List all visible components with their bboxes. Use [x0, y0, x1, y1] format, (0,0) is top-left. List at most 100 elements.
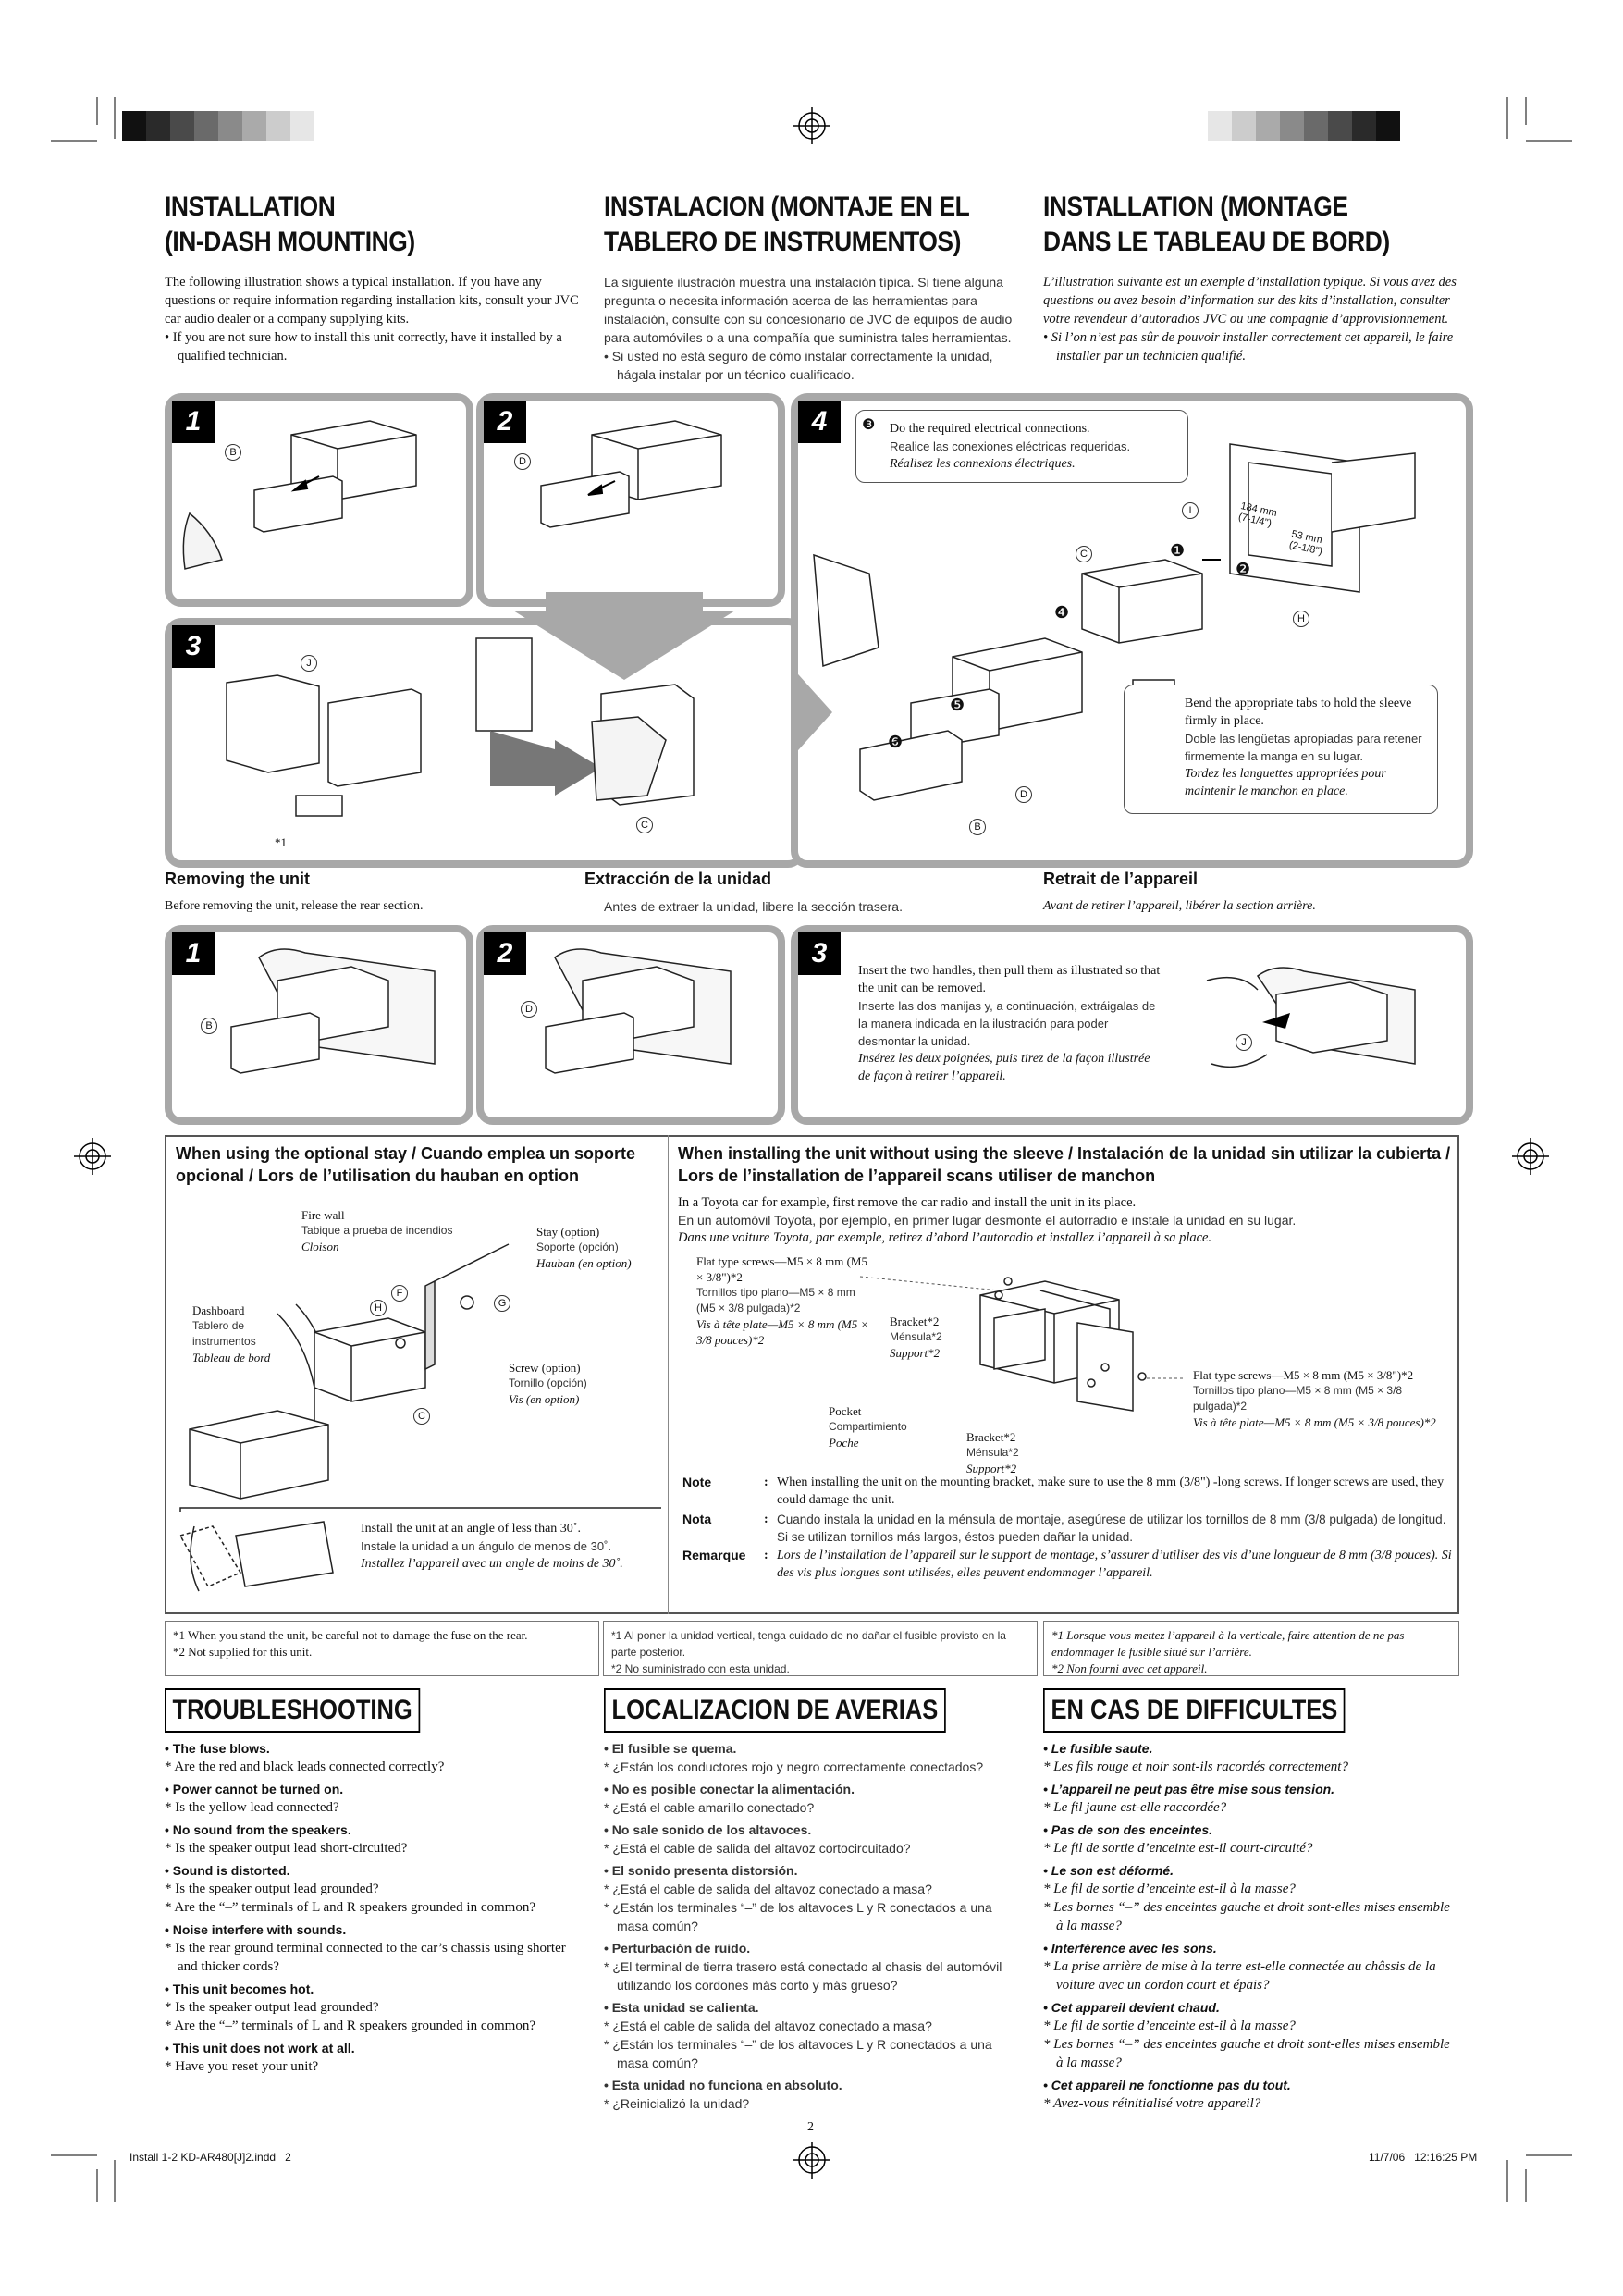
callout-fr: Tordez les languettes appropriées pour m…	[1185, 767, 1386, 798]
color-swatch	[1352, 111, 1376, 141]
pocket-en: Pocket	[829, 1404, 862, 1418]
label-d: D	[514, 453, 531, 470]
note-text: When installing the unit on the mounting…	[777, 1475, 1445, 1507]
troubleshooting-list-fr: • Le fusible saute.* Les fils rouge et n…	[1043, 1735, 1459, 2113]
label-h: H	[1293, 611, 1309, 627]
trouble-symptom: • Cet appareil ne fonctionne pas du tout…	[1043, 2078, 1291, 2092]
stay-label: Stay (option) Soporte (opción) Hauban (e…	[536, 1224, 632, 1271]
installation-intro-es: La siguiente ilustración muestra una ins…	[604, 273, 1031, 384]
note-colon: :	[764, 1549, 768, 1562]
angle-fr: Installez l’appareil avec un angle de mo…	[361, 1557, 623, 1571]
footnote-1: *1 Lorsque vous mettez l’appareil à la v…	[1051, 1628, 1405, 1659]
color-swatch	[1304, 111, 1328, 141]
installation-title-en: INSTALLATION (IN-DASH MOUNTING)	[165, 191, 415, 257]
footnotes-en: *1 When you stand the unit, be careful n…	[165, 1621, 599, 1676]
color-swatch	[194, 111, 218, 141]
trouble-check: * Is the speaker output lead grounded?	[165, 1882, 379, 1896]
note-colon: :	[764, 1512, 768, 1526]
label-j: J	[301, 655, 317, 672]
removing-title-fr: Retrait de l’appareil	[1043, 870, 1199, 888]
label-b: B	[969, 819, 986, 835]
footnotes-fr: *1 Lorsque vous mettez l’appareil à la v…	[1043, 1621, 1459, 1676]
options-box	[165, 1135, 1459, 1614]
label-f: F	[391, 1285, 408, 1302]
dashboard-en: Dashboard	[192, 1303, 245, 1317]
footnote-2: *2 No suministrado con esta unidad.	[611, 1662, 790, 1675]
removing-text-en: Before removing the unit, release the re…	[165, 899, 424, 913]
color-swatch	[1280, 111, 1304, 141]
nosleeve-title: When installing the unit without using t…	[678, 1144, 1451, 1185]
nosleeve-en: In a Toyota car for example, first remov…	[678, 1195, 1137, 1210]
nosleeve-intro: In a Toyota car for example, first remov…	[678, 1194, 1455, 1247]
trouble-symptom: • Le fusible saute.	[1043, 1741, 1153, 1756]
screws-label-2: Flat type screws—M5 × 8 mm (M5 × 3/8")*2…	[1193, 1367, 1438, 1430]
trouble-check: * ¿Reinicializó la unidad?	[604, 2096, 750, 2111]
screws-label-1: Flat type screws—M5 × 8 mm (M5 × 3/8")*2…	[696, 1253, 877, 1348]
remove-step-3-badge: 3	[798, 932, 841, 975]
trouble-check: * ¿Están los conductores rojo y negro co…	[604, 1759, 984, 1774]
label-c: C	[1076, 546, 1092, 562]
label-b: B	[225, 444, 241, 461]
intro-bullet: • Si usted no está seguro de cómo instal…	[604, 349, 993, 382]
trouble-check: * Les bornes “–” des enceintes gauche et…	[1043, 2037, 1450, 2070]
bracket-en: Bracket*2	[966, 1430, 1016, 1444]
color-swatch	[266, 111, 290, 141]
intro-text: La siguiente ilustración muestra una ins…	[604, 275, 1013, 345]
removing-text-es: Antes de extraer la unidad, libere la se…	[604, 899, 903, 914]
screws-fr: Vis à tête plate—M5 × 8 mm (M5 × 3/8 pou…	[696, 1317, 869, 1347]
trouble-symptom: • This unit does not work at all.	[165, 2041, 355, 2055]
options-divider	[668, 1135, 669, 1614]
footnote-1: *1 Al poner la unidad vertical, tenga cu…	[611, 1629, 1006, 1659]
troubleshooting-list-es: • El fusible se quema.* ¿Están los condu…	[604, 1735, 1020, 2113]
callout-es: Doble las lengüetas apropiadas para rete…	[1185, 732, 1422, 763]
callout-en: Insert the two handles, then pull them a…	[858, 964, 1161, 995]
remove-callout: Insert the two handles, then pull them a…	[858, 962, 1163, 1085]
seq-5: ❺	[950, 696, 965, 714]
screws-es: Tornillos tipo plano—M5 × 8 mm (M5 × 3/8…	[696, 1286, 855, 1315]
install-step-4-badge: 4	[798, 401, 841, 443]
trouble-check: * Are the “–” terminals of L and R speak…	[165, 2018, 535, 2033]
color-swatch	[1208, 111, 1232, 141]
note-colon: :	[764, 1475, 768, 1489]
bracket-fr: Support*2	[966, 1462, 1017, 1475]
note-label: Nota	[682, 1512, 712, 1526]
label-d: D	[1015, 786, 1032, 803]
pocket-es: Compartimiento	[829, 1420, 907, 1433]
trouble-symptom: • Cet appareil devient chaud.	[1043, 2000, 1220, 2015]
remove-step-1-badge: 1	[172, 932, 215, 975]
label-b: B	[201, 1018, 217, 1034]
callout-en: Bend the appropriate tabs to hold the sl…	[1185, 697, 1412, 728]
screw-es: Tornillo (opción)	[509, 1376, 587, 1389]
trouble-symptom: • This unit becomes hot.	[165, 1981, 314, 1996]
trouble-symptom: • Le son est déformé.	[1043, 1863, 1174, 1878]
trouble-symptom: • Interférence avec les sons.	[1043, 1941, 1217, 1956]
connections-callout: ❸ Do the required electrical connections…	[855, 410, 1188, 483]
install-step-3-badge: 3	[172, 625, 215, 668]
footnote-2: *2 Non fourni avec cet appareil.	[1051, 1661, 1208, 1675]
color-swatch	[1256, 111, 1280, 141]
nosleeve-es: En un automóvil Toyota, por ejemplo, en …	[678, 1213, 1297, 1228]
color-swatch	[170, 111, 194, 141]
remove-step-2-badge: 2	[484, 932, 526, 975]
stay-es: Soporte (opción)	[536, 1241, 619, 1253]
trouble-check: * Le fil jaune est-elle raccordée?	[1043, 1800, 1227, 1815]
color-swatch	[1376, 111, 1400, 141]
stay-en: Stay (option)	[536, 1225, 600, 1239]
install-step-3-panel	[165, 618, 805, 868]
installation-title-fr: INSTALLATION (MONTAGE DANS LE TABLEAU DE…	[1043, 191, 1390, 257]
trouble-check: * Le fil de sortie d’enceinte est-il à l…	[1043, 2018, 1296, 2033]
troubleshooting-title-fr: EN CAS DE DIFFICULTES	[1043, 1688, 1346, 1733]
trouble-check: * Are the “–” terminals of L and R speak…	[165, 1900, 535, 1915]
note-text: Cuando instala la unidad en la ménsula d…	[777, 1512, 1446, 1544]
color-bar-left	[122, 111, 314, 141]
trouble-symptom: • Esta unidad se calienta.	[604, 2000, 759, 2015]
callout-fr: Insérez les deux poignées, puis tirez de…	[858, 1052, 1150, 1083]
trouble-check: * ¿Está el cable amarillo conectado?	[604, 1800, 815, 1815]
color-bar-right	[1208, 111, 1400, 141]
trouble-symptom: • Pas de son des enceintes.	[1043, 1822, 1213, 1837]
screw-label: Screw (option) Tornillo (opción) Vis (en…	[509, 1360, 587, 1407]
trouble-check: * ¿Está el cable de salida del altavoz c…	[604, 2018, 932, 2033]
footnote-2: *2 Not supplied for this unit.	[173, 1645, 313, 1659]
label-h: H	[370, 1300, 387, 1316]
screws-es: Tornillos tipo plano—M5 × 8 mm (M5 × 3/8…	[1193, 1384, 1403, 1413]
